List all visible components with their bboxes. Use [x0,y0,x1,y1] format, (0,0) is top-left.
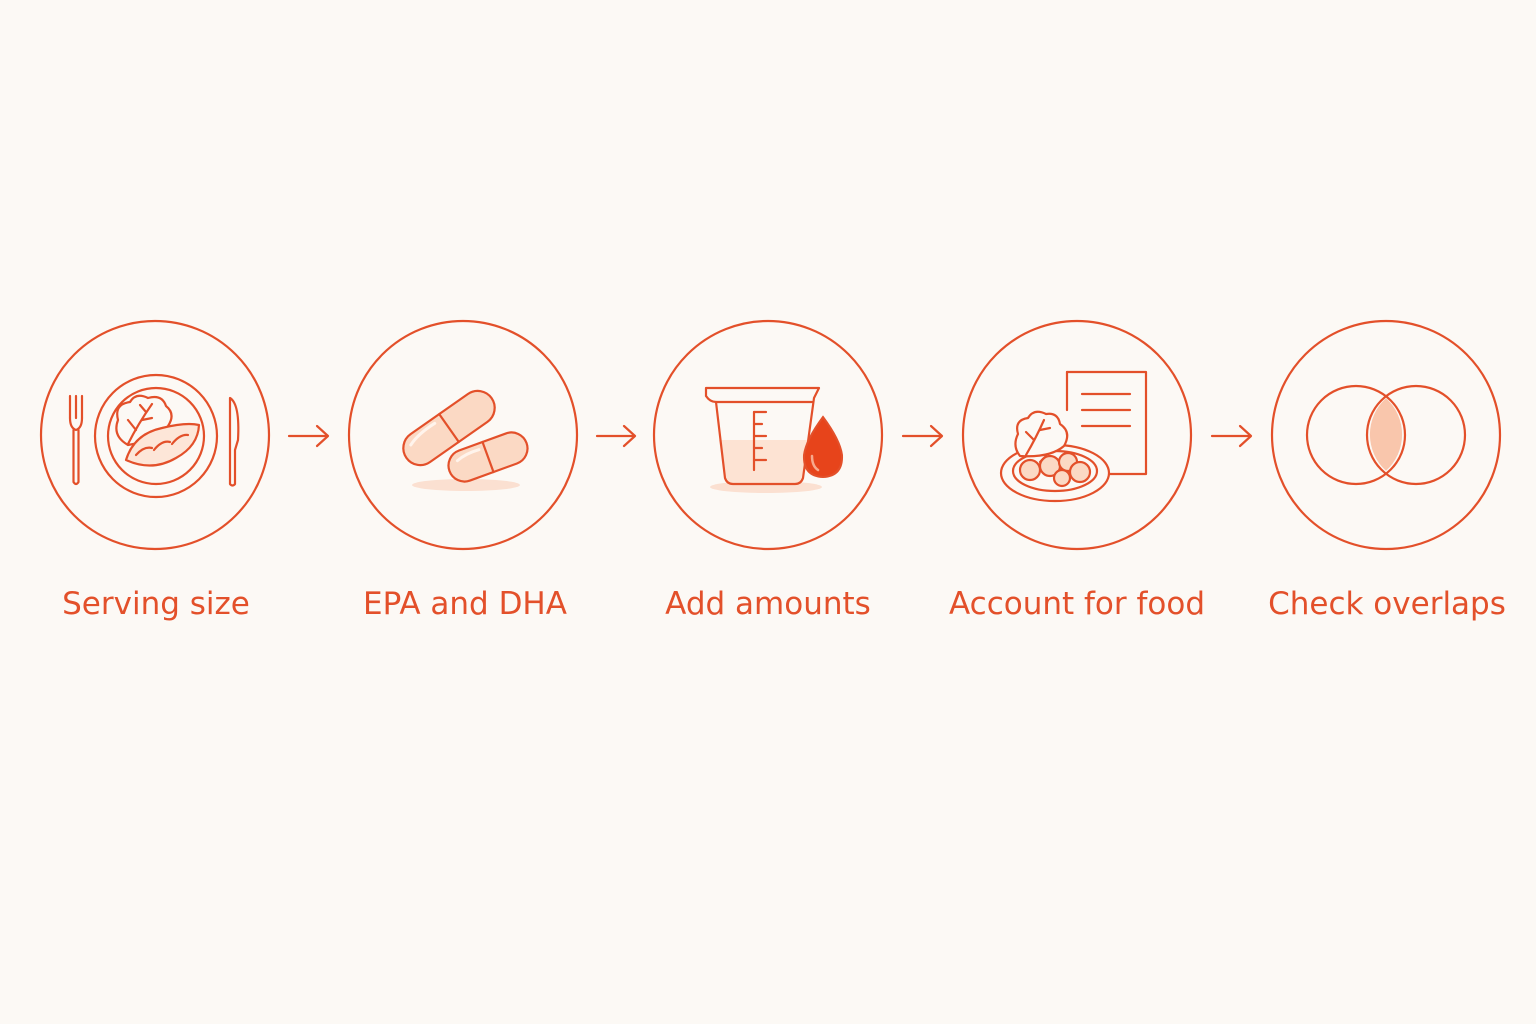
step-1-circle [39,319,271,551]
step-4-circle [961,319,1193,551]
step-2-label: EPA and DHA [363,586,567,622]
document-icon [1065,370,1148,476]
step-5-icon-group [1270,319,1502,551]
step-2-circle [347,319,579,551]
plate-outer-icon [93,373,219,499]
step-5-circle [1270,319,1502,551]
venn-left-circle [1305,384,1407,486]
venn-intersection-fill [1369,398,1403,471]
step-1-icon-group [39,319,271,551]
vegetable-ball-icon [1018,458,1042,482]
step-2-icon-group [347,319,579,551]
capsules-icon [402,389,529,491]
venn-right-circle [1365,384,1467,486]
arrow-right-icon [287,424,330,448]
step-4-icon-group [961,319,1193,551]
lettuce-icon [1014,410,1069,458]
step-3-circle [652,319,884,551]
cup-liquid-icon [719,440,807,484]
measuring-cup-with-drop-icon [704,386,822,493]
step-1-label: Serving size [62,586,250,622]
food-plate-with-document-icon [999,370,1148,503]
fish-fillet-icon [124,422,201,467]
arrow-right-icon [901,424,944,448]
step-3-label: Add amounts [665,586,871,622]
plate-with-fish-and-cutlery-icon [68,373,240,499]
step-4-label: Account for food [948,586,1206,622]
arrow-right-icon [1210,424,1253,448]
capsule-shadow-icon [412,479,520,491]
plate-inner-icon [106,386,206,486]
step-5-label: Check overlaps [1268,586,1506,622]
step-3-icon-group [652,319,884,551]
venn-overlap-icon [1305,384,1467,486]
arrow-right-icon [595,424,637,448]
knife-icon [228,396,240,487]
fork-icon [68,394,84,486]
